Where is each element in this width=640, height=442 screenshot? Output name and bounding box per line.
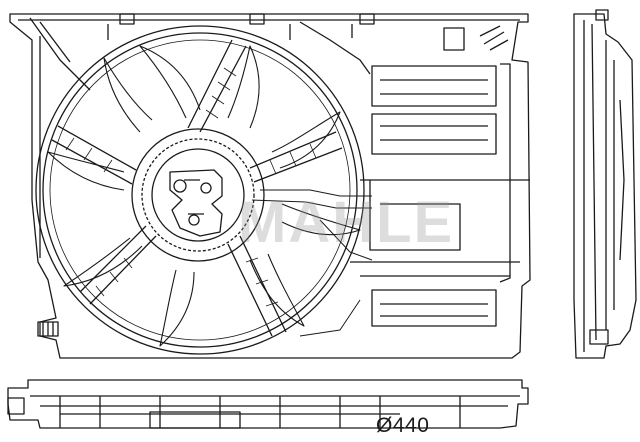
motor-connector	[169, 169, 223, 237]
bottom-view-outline	[7, 379, 529, 429]
shroud-frame-inner	[18, 19, 520, 283]
fan-ring-outer	[35, 25, 365, 355]
side-view-outline	[573, 13, 637, 359]
motor-pin-a	[173, 179, 187, 193]
fan-ring-edge	[49, 39, 351, 341]
fan-ring-inner	[42, 32, 358, 348]
side-view-inner	[583, 20, 625, 352]
motor-pin-b	[200, 182, 212, 194]
wire-harness	[251, 189, 373, 337]
motor-hub-outer	[131, 128, 265, 262]
side-module	[350, 179, 530, 277]
side-view-tab-top	[595, 9, 609, 21]
fan-blades	[47, 45, 361, 347]
connector-housing	[443, 27, 465, 51]
side-view	[573, 9, 637, 359]
left-connector-pins	[42, 322, 54, 336]
shroud-frame	[9, 13, 531, 359]
motor-hub-inner	[151, 148, 245, 242]
diameter-label: Ø440	[376, 414, 430, 437]
top-mounting-tabs	[107, 13, 375, 40]
side-view-tab-bottom	[589, 329, 609, 345]
front-view	[9, 13, 531, 359]
motor-pin-c	[188, 214, 200, 226]
air-flap-panels	[371, 65, 497, 327]
upper-braces	[29, 17, 371, 91]
fan-struts	[51, 39, 343, 337]
bottom-view-connector	[7, 397, 25, 415]
bottom-view	[7, 379, 529, 429]
motor-hub-mid	[141, 138, 255, 252]
bottom-view-hub	[149, 411, 241, 429]
corner-ribs	[479, 25, 509, 51]
bottom-view-inner	[30, 395, 520, 415]
